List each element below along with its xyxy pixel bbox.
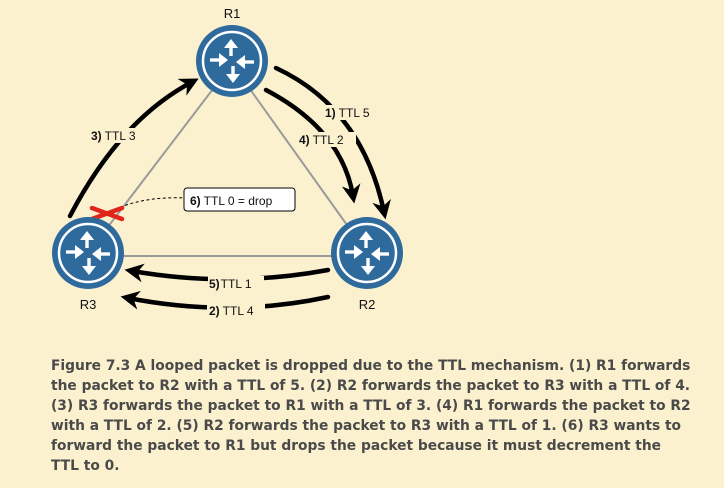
flow-label-1: 1)TTL 5 bbox=[325, 106, 370, 120]
router-r3-icon bbox=[66, 231, 110, 275]
flow-label-2-bg bbox=[207, 303, 265, 318]
flow-label-2: 2)TTL 4 bbox=[209, 304, 254, 318]
router-r1 bbox=[196, 25, 268, 97]
router-r1-label: R1 bbox=[224, 6, 241, 21]
flow-label-5-bg bbox=[208, 276, 264, 291]
drop-callout-box bbox=[183, 187, 296, 212]
flow-label-1-bg bbox=[323, 105, 381, 120]
flow-label-4-bg bbox=[298, 132, 356, 147]
ttl-loop-diagram: R1 R2 R3 1)TTL 5 4)TTL 2 3)TTL 3 5)TTL 1… bbox=[52, 6, 403, 318]
router-r2-label: R2 bbox=[359, 297, 376, 312]
router-r2 bbox=[331, 217, 403, 289]
network-links bbox=[87, 63, 368, 257]
router-r2-icon bbox=[345, 231, 389, 275]
link-r1-r2 bbox=[231, 63, 368, 254]
flow-label-3: 3)TTL 3 bbox=[91, 129, 136, 143]
flow-label-3-bg bbox=[90, 128, 146, 143]
figure-caption: Figure 7.3 A looped packet is dropped du… bbox=[51, 358, 691, 474]
router-r1-icon bbox=[210, 39, 254, 83]
link-r1-r3 bbox=[87, 63, 233, 254]
router-r3-label: R3 bbox=[80, 297, 97, 312]
flow-label-6: 6)TTL 0 = drop bbox=[190, 194, 273, 208]
router-r3 bbox=[52, 217, 124, 289]
flow-arrow-1 bbox=[273, 65, 391, 220]
flow-label-5: 5)TTL 1 bbox=[209, 277, 252, 291]
drop-x-mark bbox=[89, 205, 125, 222]
flow-label-4: 4)TTL 2 bbox=[299, 133, 344, 147]
